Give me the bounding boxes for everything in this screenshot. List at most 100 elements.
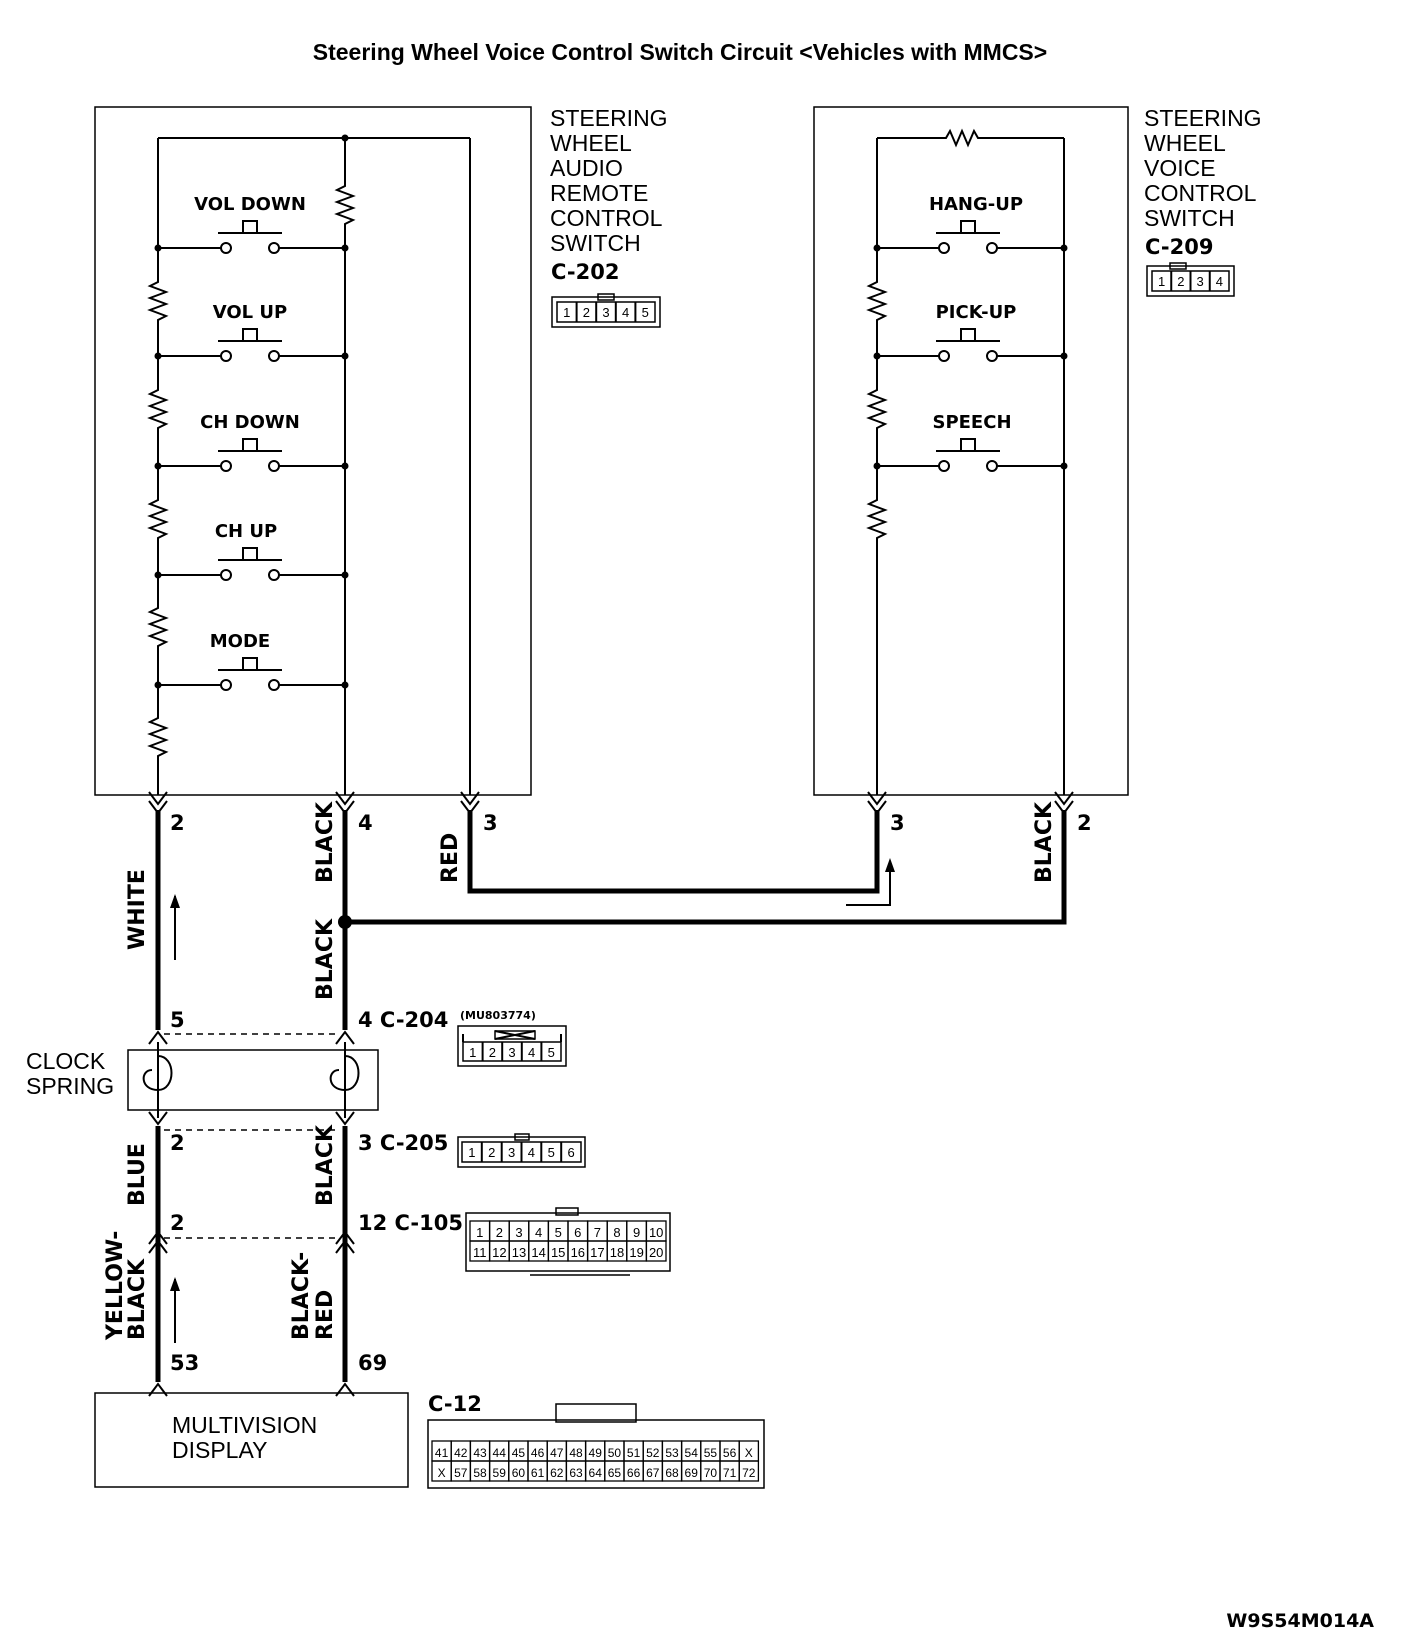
connector-c209-label: C-209 bbox=[1145, 235, 1213, 259]
voice-terminal-2: 2 bbox=[1077, 811, 1092, 835]
wire-label-black-red-1: BLACK- bbox=[289, 1252, 314, 1340]
c12-pin: 52 bbox=[646, 1446, 660, 1460]
c202-pin: 1 bbox=[563, 305, 570, 320]
wire-label-yellow-black-2: BLACK bbox=[125, 1258, 150, 1340]
wire-label-black-top: BLACK bbox=[313, 801, 338, 883]
c12-pin: 46 bbox=[531, 1446, 545, 1460]
c105-pin: 7 bbox=[594, 1225, 601, 1240]
multivision-box bbox=[94, 1392, 409, 1488]
c12-pin: 63 bbox=[569, 1466, 583, 1480]
c12-pin: 62 bbox=[550, 1466, 564, 1480]
c12-pin: 66 bbox=[627, 1466, 641, 1480]
wire-label-black-right: BLACK bbox=[1032, 801, 1057, 883]
c12-pin: 71 bbox=[723, 1466, 737, 1480]
ch-down-label: CH DOWN bbox=[200, 412, 300, 433]
connector-c105-label: 12 C-105 bbox=[358, 1211, 463, 1235]
c105-pin: 18 bbox=[610, 1245, 624, 1260]
c202-pin: 3 bbox=[602, 305, 609, 320]
c12-pin: X bbox=[438, 1466, 446, 1480]
switch-pick-up: PICK-UP bbox=[873, 302, 1068, 362]
c12-pin: 68 bbox=[665, 1466, 679, 1480]
page-title: Steering Wheel Voice Control Switch Circ… bbox=[313, 39, 1047, 65]
wire-label-yellow-black-1: YELLOW- bbox=[103, 1231, 128, 1341]
c105-pin: 10 bbox=[649, 1225, 663, 1240]
c205-pin: 3 bbox=[508, 1145, 515, 1160]
connector-c202: 1 2 3 4 5 bbox=[551, 293, 661, 328]
c12-pin: 57 bbox=[454, 1466, 468, 1480]
voice-switch-name-3: VOICE bbox=[1144, 155, 1216, 181]
c204-pin: 2 bbox=[489, 1045, 496, 1060]
c105-cell bbox=[645, 1240, 667, 1262]
c209-pin: 3 bbox=[1196, 274, 1203, 289]
audio-switch-box bbox=[94, 106, 532, 796]
c105-pin: 5 bbox=[555, 1225, 562, 1240]
wire-label-black-red-2: RED bbox=[313, 1290, 338, 1340]
connector-c205: 1 2 3 4 5 6 bbox=[457, 1133, 586, 1168]
c105-pin: 20 bbox=[649, 1245, 663, 1260]
c12-pin: 61 bbox=[531, 1466, 545, 1480]
pick-up-label: PICK-UP bbox=[936, 302, 1017, 323]
connector-c12-label: C-12 bbox=[428, 1392, 482, 1416]
c12-pin: 70 bbox=[704, 1466, 718, 1480]
ch-up-label: CH UP bbox=[215, 521, 277, 542]
speech-label: SPEECH bbox=[932, 412, 1011, 433]
switch-ch-up: CH UP bbox=[154, 521, 349, 581]
c204-part-number: (MU803774) bbox=[460, 1009, 536, 1022]
c12-pin: 43 bbox=[473, 1446, 487, 1460]
c204-pin: 1 bbox=[469, 1045, 476, 1060]
harness-wires bbox=[155, 810, 1067, 1382]
c105-pin: 1 bbox=[476, 1225, 483, 1240]
voice-switch-name-1: STEERING bbox=[1144, 105, 1262, 131]
audio-switch-name-4: REMOTE bbox=[550, 180, 648, 206]
connector-c204: 1 2 3 4 5 bbox=[457, 1025, 567, 1067]
junction-c105: 2 12 C-105 bbox=[148, 1211, 463, 1254]
audio-switch-name-3: AUDIO bbox=[550, 155, 623, 181]
switch-vol-down: VOL DOWN bbox=[154, 194, 349, 254]
clock-spring-pin-2: 2 bbox=[170, 1131, 185, 1155]
audio-switch-name-1: STEERING bbox=[550, 105, 668, 131]
c105-pin: 9 bbox=[633, 1225, 640, 1240]
switch-mode: MODE bbox=[154, 631, 349, 691]
c105-pin: 12 bbox=[492, 1245, 506, 1260]
c105-pin: 17 bbox=[590, 1245, 604, 1260]
c105-pin: 19 bbox=[629, 1245, 643, 1260]
voice-switch-name-4: CONTROL bbox=[1144, 180, 1257, 206]
c105-pin: 11 bbox=[473, 1245, 487, 1260]
c12-pin: X bbox=[745, 1446, 753, 1460]
c202-pin: 4 bbox=[622, 305, 629, 320]
clock-spring-body bbox=[127, 1049, 379, 1111]
c105-pin-2: 2 bbox=[170, 1211, 185, 1235]
c12-pin: 67 bbox=[646, 1466, 660, 1480]
c12-cell bbox=[738, 1460, 760, 1482]
c204-pin: 4 bbox=[528, 1045, 535, 1060]
audio-terminal-4: 4 bbox=[358, 811, 373, 835]
signal-arrows bbox=[170, 858, 895, 1343]
c204-pin: 5 bbox=[548, 1045, 555, 1060]
c205-pin: 6 bbox=[567, 1145, 574, 1160]
audio-switch-name-5: CONTROL bbox=[550, 205, 663, 231]
c204-pin: 3 bbox=[508, 1045, 515, 1060]
c12-pin: 58 bbox=[473, 1466, 487, 1480]
multivision-display: 53 69 MULTIVISION DISPLAY C-12 bbox=[94, 1351, 482, 1488]
audio-switch-name-2: WHEEL bbox=[550, 130, 632, 156]
wire-label-blue: BLUE bbox=[125, 1143, 150, 1206]
mode-label: MODE bbox=[210, 631, 270, 652]
c209-pin: 2 bbox=[1177, 274, 1184, 289]
audio-remote-control-switch: VOL DOWN VOL UP CH DOWN CH UP MODE ST bbox=[94, 105, 668, 796]
c12-pin: 54 bbox=[685, 1446, 699, 1460]
c105-pin: 2 bbox=[496, 1225, 503, 1240]
connector-c204-label: 4 C-204 bbox=[358, 1008, 448, 1032]
c12-pin: 41 bbox=[435, 1446, 449, 1460]
c12-pin: 44 bbox=[493, 1446, 507, 1460]
c105-pin: 15 bbox=[551, 1245, 565, 1260]
wire-label-black-lower: BLACK bbox=[313, 1124, 338, 1206]
figure-code: W9S54M014A bbox=[1226, 1610, 1374, 1632]
c12-pin: 50 bbox=[608, 1446, 622, 1460]
voice-control-switch: HANG-UP PICK-UP SPEECH STEERING WHEEL VO… bbox=[813, 105, 1262, 796]
c209-pin: 1 bbox=[1158, 274, 1165, 289]
multivision-pin-53: 53 bbox=[170, 1351, 199, 1375]
c12-pin: 45 bbox=[512, 1446, 526, 1460]
switch-hang-up: HANG-UP bbox=[873, 194, 1068, 254]
c12-pin: 51 bbox=[627, 1446, 641, 1460]
